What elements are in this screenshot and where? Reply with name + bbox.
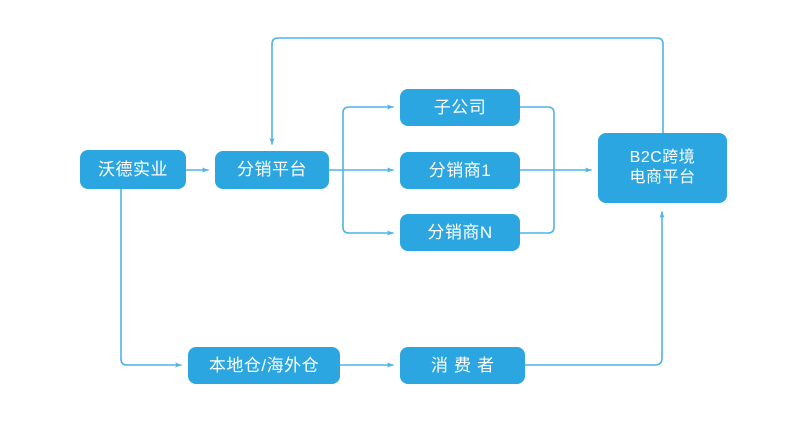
node-consumer[interactable]: 消费者	[400, 347, 525, 384]
node-local-overseas-warehouse[interactable]: 本地仓/海外仓	[188, 347, 340, 384]
node-distributor-1[interactable]: 分销商1	[400, 152, 520, 189]
edge-consumer-to-b2c	[524, 211, 665, 366]
edge-platform-to-sub	[342, 104, 394, 171]
node-b2c-cross-border-platform[interactable]: B2C跨境 电商平台	[598, 133, 727, 203]
edge-wode-to-warehouse	[120, 188, 182, 368]
edge-sub-to-merge	[519, 106, 555, 171]
node-subsidiary[interactable]: 子公司	[400, 89, 520, 126]
node-wode-industrial[interactable]: 沃德实业	[80, 150, 186, 189]
node-distributor-n[interactable]: 分销商N	[400, 214, 520, 251]
edge-platform-to-distn	[342, 169, 394, 236]
edge-distn-to-merge	[519, 169, 555, 234]
node-distribution-platform[interactable]: 分销平台	[215, 151, 329, 189]
